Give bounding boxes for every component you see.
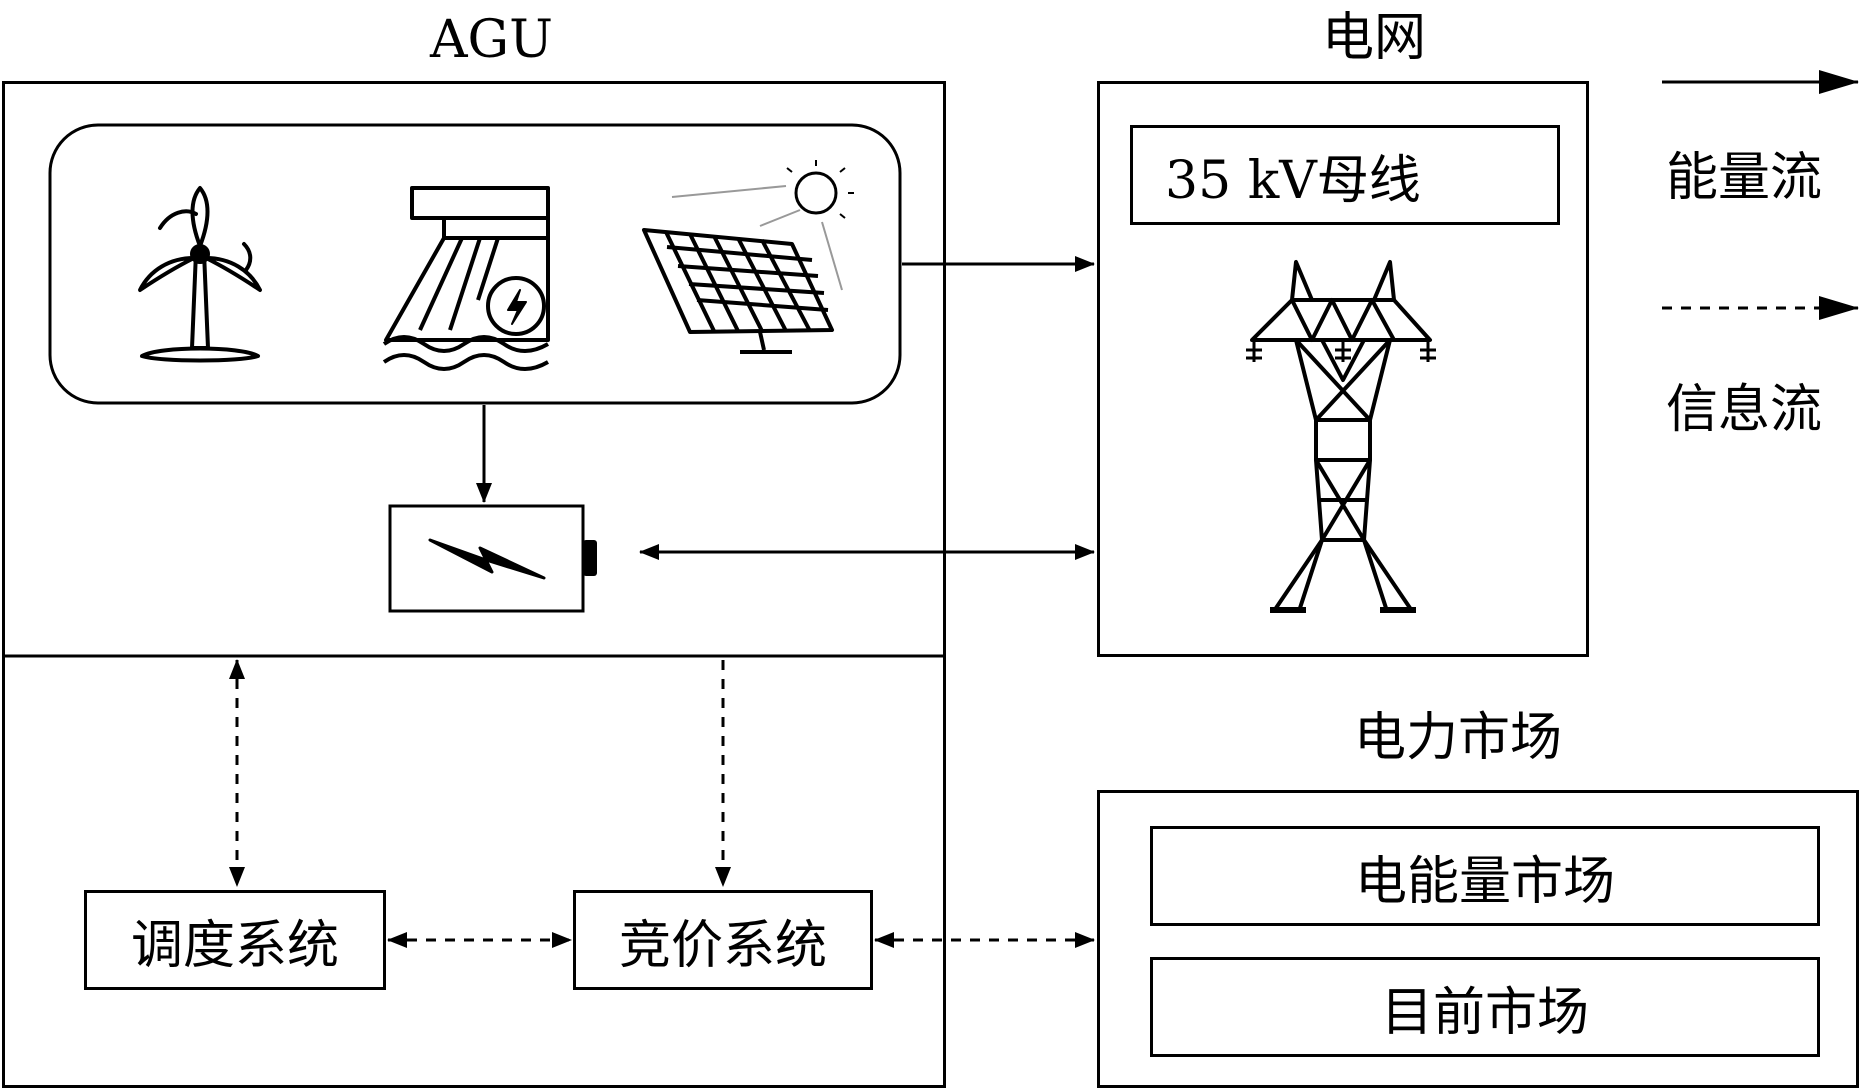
bus-box: 35 kV母线 <box>1130 125 1560 225</box>
day-ahead-market-label: 目前市场 <box>1380 982 1589 1043</box>
bidding-system-label: 竞价系统 <box>618 915 827 976</box>
grid-title: 电网 <box>1322 8 1427 68</box>
energy-market-box: 电能量市场 <box>1150 826 1820 926</box>
renewables-box <box>48 123 902 405</box>
bus-label: 35 kV母线 <box>1165 150 1421 211</box>
battery-icon <box>388 504 597 613</box>
agu-container <box>2 81 946 1088</box>
legend-energy-flow-label: 能量流 <box>1666 148 1823 208</box>
bidding-system-box: 竞价系统 <box>573 890 873 990</box>
energy-market-label: 电能量市场 <box>1354 851 1615 912</box>
market-title: 电力市场 <box>1354 708 1563 768</box>
legend-info-flow-label: 信息流 <box>1666 380 1823 440</box>
dispatch-system-label: 调度系统 <box>130 915 339 976</box>
market-container <box>1097 790 1859 1088</box>
grid-container <box>1097 81 1589 657</box>
solar-panel-icon <box>642 160 854 354</box>
day-ahead-market-box: 目前市场 <box>1150 957 1820 1057</box>
dispatch-system-box: 调度系统 <box>84 890 386 990</box>
agu-title: AGU <box>430 10 553 70</box>
hydro-station-icon <box>382 186 550 371</box>
transmission-tower-icon <box>1246 260 1436 613</box>
wind-turbine-icon <box>138 186 262 363</box>
